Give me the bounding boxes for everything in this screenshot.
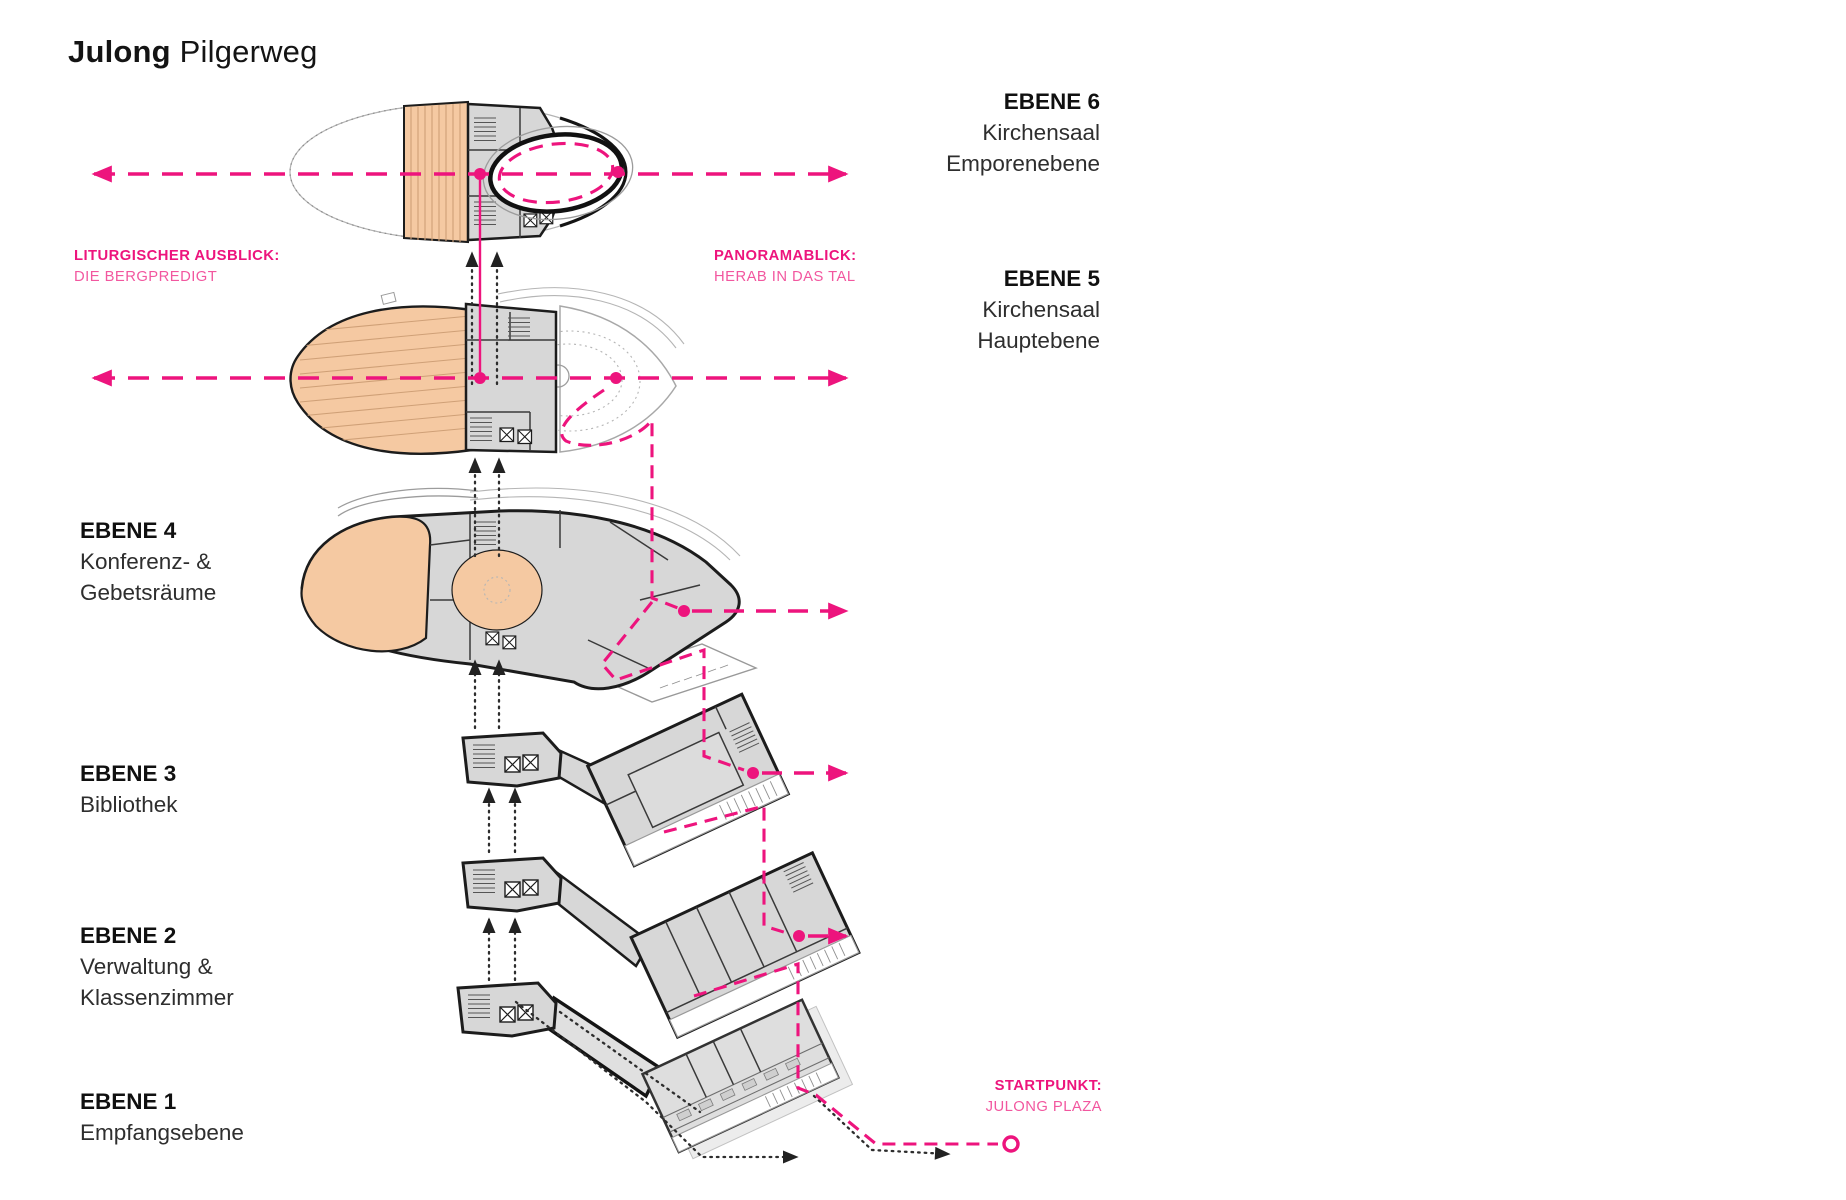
level-label-ebene-1: EBENE 1 Empfangsebene — [80, 1089, 244, 1145]
start-point-marker — [1002, 1135, 1020, 1153]
page-title: Julong Pilgerweg — [68, 34, 318, 70]
level-label-ebene-4: EBENE 4 Konferenz- & Gebetsräume — [80, 518, 217, 605]
gallery-loop-route — [497, 141, 615, 205]
wood-floor-band — [403, 100, 469, 244]
annotation-start-point: STARTPUNKT: JULONG PLAZA — [985, 1078, 1102, 1115]
floorplan-ebene-5 — [289, 287, 685, 455]
ground-exit-arrow-2 — [812, 1094, 951, 1160]
floorplan-ebene-3 — [463, 692, 791, 868]
project-name: Julong — [68, 34, 171, 69]
level-label-ebene-5: EBENE 5 Kirchensaal Hauptebene — [977, 266, 1100, 353]
vertical-circulation-arrows — [465, 251, 951, 1164]
annotation-panorama-view: PANORAMABLICK: HERAB IN DAS TAL — [714, 248, 857, 285]
floorplan-ebene-1 — [458, 983, 854, 1160]
level-label-ebene-3: EBENE 3 Bibliothek — [80, 761, 178, 817]
annotation-liturgical-view: LITURGISCHER AUSBLICK: DIE BERGPREDIGT — [74, 248, 280, 285]
level-label-ebene-2: EBENE 2 Verwaltung & Klassenzimmer — [80, 923, 234, 1010]
ground-exit-arrow-1 — [514, 1000, 799, 1164]
prayer-room-circle — [451, 549, 543, 631]
level-label-ebene-6: EBENE 6 Kirchensaal Emporenebene — [946, 89, 1100, 176]
title-suffix: Pilgerweg — [179, 34, 318, 69]
floorplan-ebene-4 — [300, 487, 758, 703]
pilgrim-route — [91, 141, 1020, 1153]
wood-lobe — [300, 515, 432, 653]
floorplan-ebene-2 — [463, 850, 861, 1040]
floorplan-ebene-6 — [289, 100, 634, 244]
